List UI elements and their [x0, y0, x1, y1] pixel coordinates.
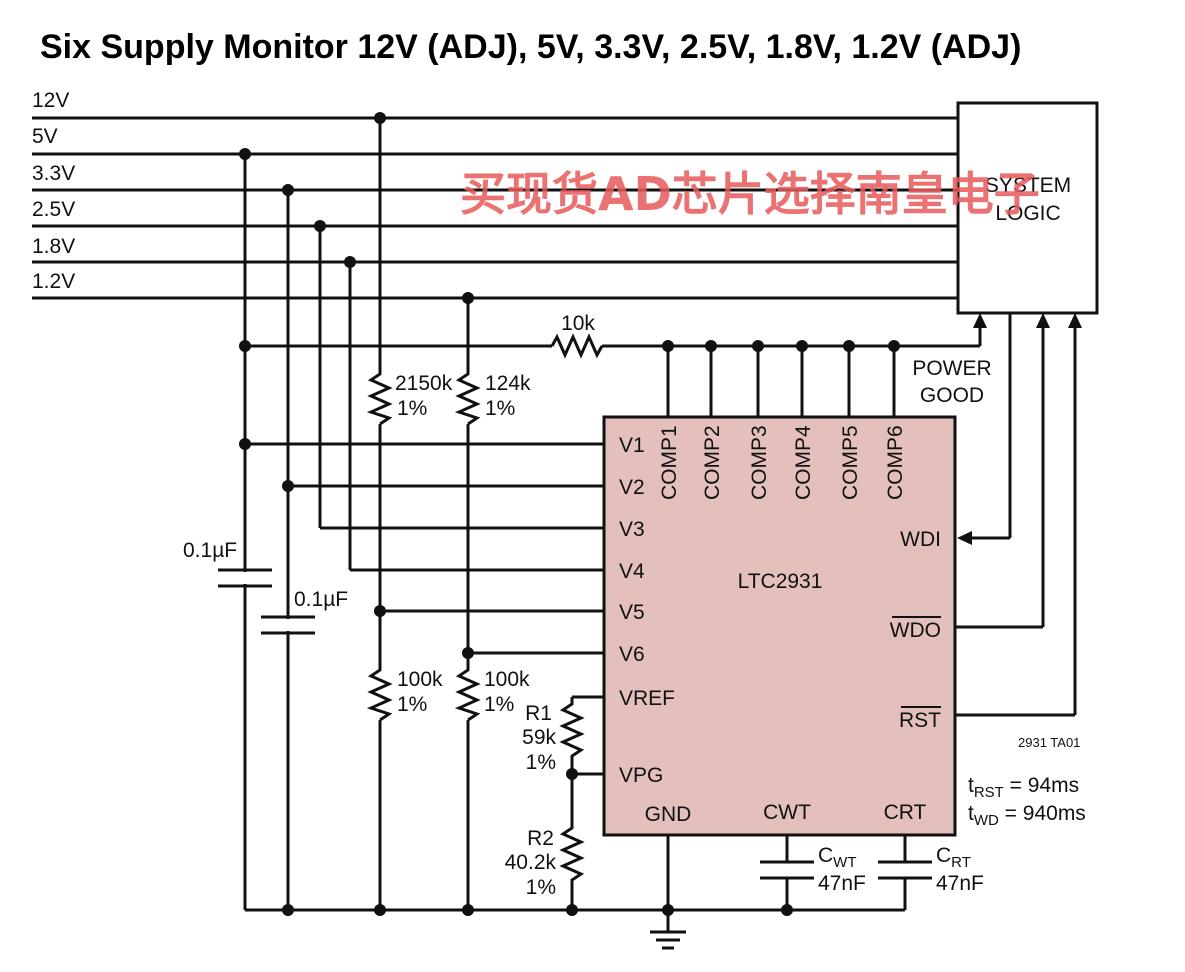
rail-label-5v: 5V	[32, 125, 58, 148]
pin-rst: RST	[899, 709, 941, 732]
capacitor-c1-value: 0.1µF	[183, 539, 237, 562]
pin-vpg: VPG	[619, 764, 663, 787]
r1-tol: 1%	[526, 751, 556, 774]
rail-label-1v2: 1.2V	[32, 270, 75, 293]
system-logic-line2: LOGIC	[995, 202, 1060, 225]
trst-label: tRST = 94ms	[968, 774, 1079, 801]
figure-id: 2931 TA01	[1018, 735, 1080, 750]
pin-v4: V4	[619, 560, 645, 583]
capacitor-c2	[261, 615, 315, 635]
pin-comp2: COMP2	[701, 425, 724, 500]
resistor-2150k-value: 2150k	[395, 372, 453, 395]
resistor-124k-tol: 1%	[485, 397, 515, 420]
page-title: Six Supply Monitor 12V (ADJ), 5V, 3.3V, …	[40, 28, 1021, 66]
crt-value: 47nF	[936, 872, 984, 895]
resistor-2150k-tol: 1%	[397, 397, 427, 420]
resistor-100k-b-value: 100k	[484, 668, 530, 691]
crt-label: CRT	[936, 844, 971, 871]
pullup-resistor-label: 10k	[561, 312, 595, 335]
pin-gnd: GND	[645, 803, 692, 826]
pullup-line	[245, 313, 987, 359]
pin-v1: V1	[619, 434, 645, 457]
twd-label: tWD = 940ms	[968, 802, 1086, 829]
resistor-100k-b-tol: 1%	[484, 693, 514, 716]
rail-label-2v5: 2.5V	[32, 198, 75, 221]
rail-taps	[243, 118, 470, 910]
input-wires	[245, 442, 604, 655]
chip-name: LTC2931	[738, 570, 823, 593]
pin-v3: V3	[619, 518, 645, 541]
timing-capacitors	[760, 835, 932, 910]
resistor-2150k	[366, 370, 393, 426]
ltc2931-chip	[602, 415, 957, 837]
r2-name: R2	[527, 827, 554, 850]
rail-label-3v3: 3.3V	[32, 162, 75, 185]
pin-v6: V6	[619, 643, 645, 666]
resistor-100k-b	[454, 666, 481, 722]
resistor-124k-value: 124k	[485, 372, 531, 395]
junction-dots	[239, 112, 900, 916]
resistor-124k	[454, 370, 481, 426]
capacitor-c2-value: 0.1µF	[294, 588, 348, 611]
pin-vref: VREF	[619, 687, 675, 710]
power-good-line1: POWER	[912, 357, 991, 380]
pin-wdi: WDI	[900, 528, 941, 551]
r2-value: 40.2k	[505, 851, 557, 874]
resistor-100k-a-tol: 1%	[397, 693, 427, 716]
cwt-value: 47nF	[818, 872, 866, 895]
power-good-line2: GOOD	[920, 384, 984, 407]
pin-cwt: CWT	[763, 801, 811, 824]
pin-v5: V5	[619, 601, 645, 624]
r1-name: R1	[525, 702, 552, 725]
resistor-100k-a-value: 100k	[397, 668, 443, 691]
supply-rails	[32, 116, 958, 300]
resistor-100k-a	[366, 666, 393, 722]
watermark-text: 买现货AD芯片选择南皇电子	[460, 167, 1040, 221]
r2-tol: 1%	[526, 876, 556, 899]
logic-wires	[955, 313, 1082, 717]
rail-label-1v8: 1.8V	[32, 235, 75, 258]
pin-comp6: COMP6	[884, 425, 907, 500]
rail-label-12v: 12V	[32, 89, 69, 112]
r1-value: 59k	[522, 726, 556, 749]
comp-wires	[666, 346, 896, 417]
pin-crt: CRT	[884, 801, 927, 824]
ground-bus	[245, 835, 905, 950]
system-logic-block	[956, 101, 1099, 315]
pin-comp1: COMP1	[658, 425, 681, 500]
system-logic-line1: SYSTEM	[985, 174, 1071, 197]
cwt-label: CWT	[818, 844, 857, 871]
pin-comp5: COMP5	[839, 425, 862, 500]
pin-comp4: COMP4	[792, 425, 815, 500]
pin-wdo: WDO	[890, 619, 941, 642]
pin-v2: V2	[619, 476, 645, 499]
vref-vpg-divider	[559, 695, 604, 910]
capacitor-c1	[218, 568, 272, 588]
pin-comp3: COMP3	[748, 425, 771, 500]
